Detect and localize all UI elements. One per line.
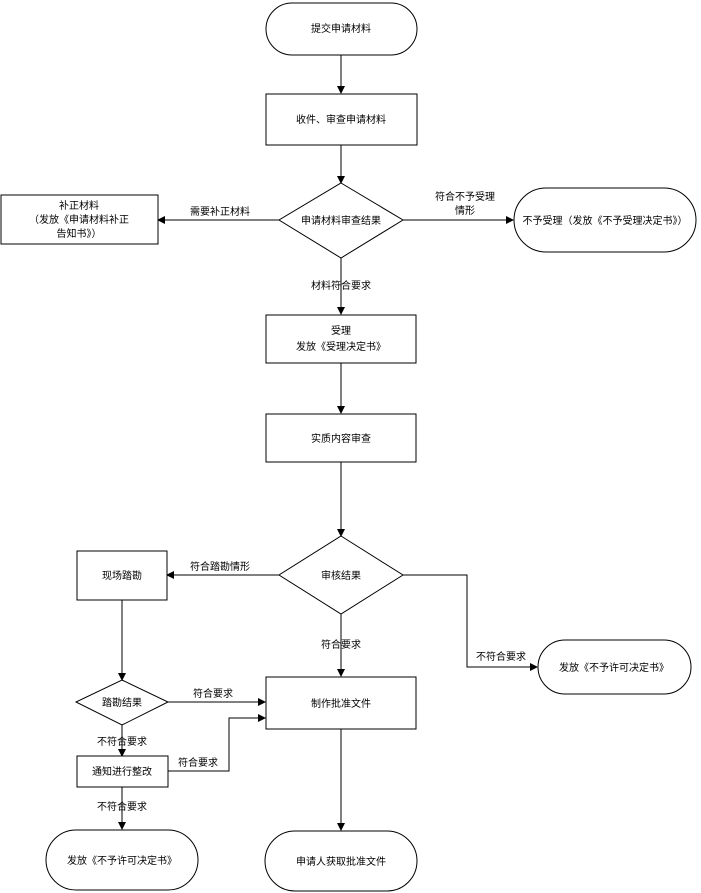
node-receive-label: 收件、审查申请材料 <box>296 113 386 126</box>
node-site-visit-label: 现场踏勘 <box>102 569 142 582</box>
node-deny-right: 发放《不予许可决定书》 <box>537 639 692 695</box>
node-reject-accept-label: 不予受理（发放《不予受理决定书》） <box>523 214 688 227</box>
node-site-visit: 现场踏勘 <box>76 550 168 601</box>
node-deny-left-label: 发放《不予许可决定书》 <box>67 854 177 867</box>
node-deny-left: 发放《不予许可决定书》 <box>45 829 199 891</box>
node-survey-result-label: 踏勘结果 <box>102 696 142 709</box>
node-accept-title: 受理 <box>331 325 351 337</box>
node-submit: 提交申请材料 <box>265 2 418 56</box>
node-substantive: 实质内容审查 <box>265 413 417 463</box>
edge-label-survey-not-ok: 不符合要求 <box>97 735 147 748</box>
edge-label-survey-ok: 符合要求 <box>193 687 233 700</box>
node-supplement-line2: （发放《申请材料补正 <box>29 213 129 226</box>
edge-label-audit-ok: 符合要求 <box>321 638 361 651</box>
edge-label-need-supplement: 需要补正材料 <box>190 205 250 218</box>
node-supplement-title: 补正材料 <box>59 199 99 212</box>
node-make-approval: 制作批准文件 <box>265 676 417 730</box>
edge-label-survey-case: 符合踏勘情形 <box>190 560 250 573</box>
node-survey-result: 踏勘结果 <box>74 679 170 726</box>
node-receive: 收件、审查申请材料 <box>265 93 418 146</box>
node-deny-right-label: 发放《不予许可决定书》 <box>559 661 669 674</box>
edge-label-material-ok: 材料符合要求 <box>311 279 371 292</box>
edge-rectify-to-approval <box>168 714 266 772</box>
node-obtain: 申请人获取批准文件 <box>264 830 418 892</box>
node-review-result: 申请材料审查结果 <box>278 182 404 259</box>
node-make-approval-label: 制作批准文件 <box>311 697 371 710</box>
node-review-result-label: 申请材料审查结果 <box>301 214 381 227</box>
edge-label-rectify-ok: 符合要求 <box>178 756 218 769</box>
node-rectify: 通知进行整改 <box>76 755 169 788</box>
edge-label-not-accept-line2: 情形 <box>455 204 475 217</box>
node-supplement-line3: 告知书》） <box>57 227 102 240</box>
node-supplement: 补正材料 （发放《申请材料补正 告知书》） <box>0 194 159 245</box>
edge-label-rectify-not-ok: 不符合要求 <box>97 800 147 813</box>
node-reject-accept: 不予受理（发放《不予受理决定书》） <box>513 187 697 253</box>
edge-label-audit-not-ok: 不符合要求 <box>476 650 526 663</box>
node-accept-sub: 发放《受理决定书》 <box>296 340 386 353</box>
node-submit-label: 提交申请材料 <box>311 22 371 35</box>
edge-label-not-accept-line1: 符合不予受理 <box>435 190 495 203</box>
node-accept: 受理 发放《受理决定书》 <box>265 314 417 364</box>
node-obtain-label: 申请人获取批准文件 <box>296 855 386 868</box>
node-audit-result: 审核结果 <box>278 535 404 615</box>
edge-labels: 需要补正材料 符合不予受理 情形 材料符合要求 符合踏勘情形 符合要求 不符合要… <box>97 190 526 813</box>
edge-audit-to-deny-right <box>403 574 538 671</box>
node-substantive-label: 实质内容审查 <box>311 432 371 445</box>
node-rectify-label: 通知进行整改 <box>92 765 152 778</box>
connectors <box>118 55 538 831</box>
node-audit-result-label: 审核结果 <box>321 569 361 582</box>
